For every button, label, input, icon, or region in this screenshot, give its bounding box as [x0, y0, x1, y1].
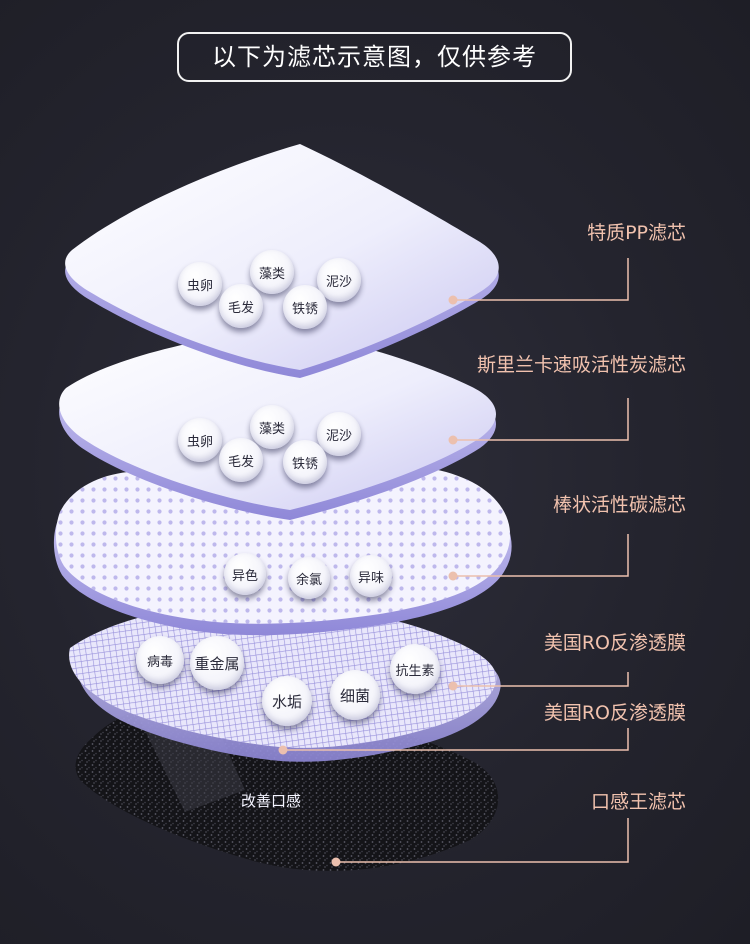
leader-dot-5	[279, 746, 288, 755]
leader-dot-3	[449, 572, 458, 581]
leader-dot-1	[449, 296, 458, 305]
contaminant-bubble: 水垢	[262, 676, 312, 726]
contaminant-bubble: 异味	[350, 555, 392, 597]
leader-dot-2	[449, 436, 458, 445]
contaminant-bubble: 重金属	[190, 636, 244, 690]
contaminant-bubble: 病毒	[136, 636, 184, 684]
contaminant-bubble: 铁锈	[283, 285, 327, 329]
contaminant-bubble: 异色	[224, 553, 266, 595]
contaminant-bubble: 抗生素	[390, 644, 440, 694]
leader-dot-6	[332, 858, 341, 867]
contaminant-bubble: 藻类	[250, 250, 294, 294]
contaminant-bubble: 铁锈	[283, 440, 327, 484]
layer-label-taste: 口感王滤芯	[591, 787, 686, 814]
layer-label-pp: 特质PP滤芯	[587, 218, 686, 245]
contaminant-bubble: 虫卵	[178, 418, 222, 462]
contaminant-bubble: 细菌	[330, 670, 380, 720]
layer-label-ro-2: 美国RO反渗透膜	[544, 698, 686, 725]
contaminant-bubble: 藻类	[250, 405, 294, 449]
layer-label-ro-1: 美国RO反渗透膜	[544, 628, 686, 655]
contaminant-bubble: 余氯	[288, 557, 330, 599]
contaminant-bubble: 虫卵	[178, 262, 222, 306]
contaminant-bubble: 毛发	[219, 284, 263, 328]
layer-label-activated-carbon: 斯里兰卡速吸活性炭滤芯	[477, 350, 686, 377]
contaminant-bubble: 毛发	[219, 438, 263, 482]
leader-dot-4	[449, 682, 458, 691]
taste-improvement-note: 改善口感	[241, 790, 301, 811]
layer-label-rod-carbon: 棒状活性碳滤芯	[553, 490, 686, 517]
